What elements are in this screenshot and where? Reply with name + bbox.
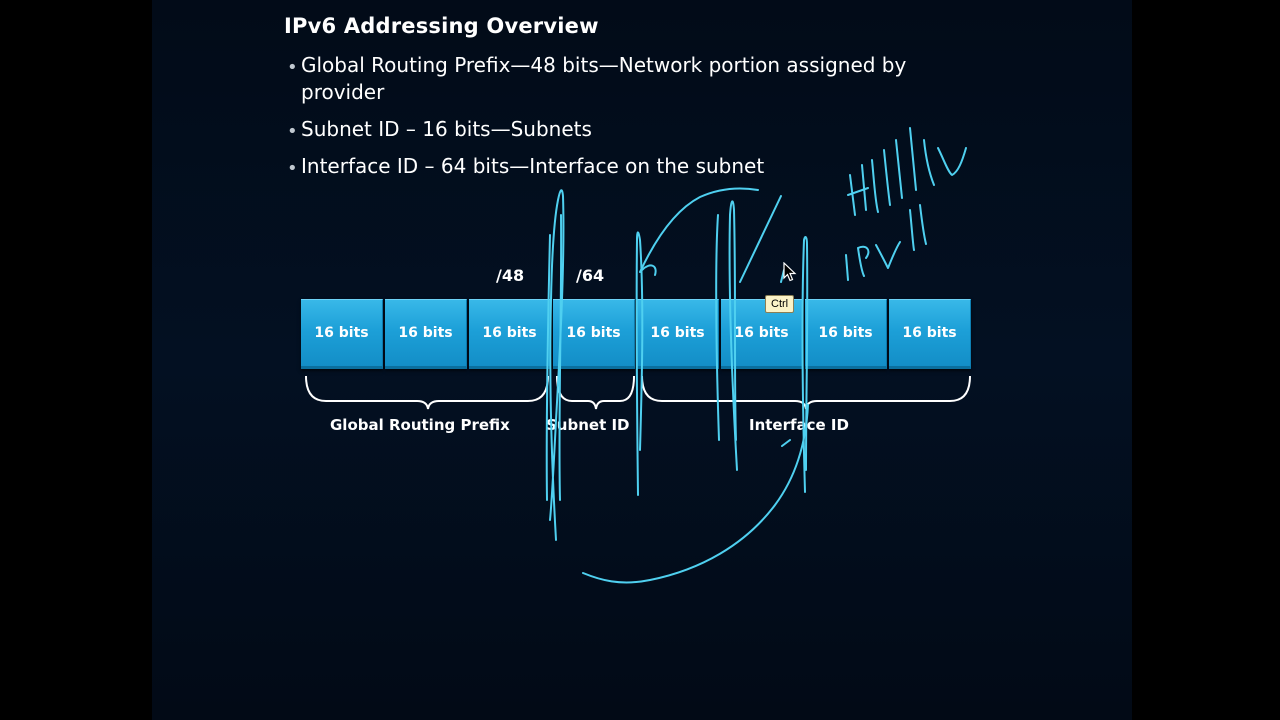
address-block-1: 16 bits: [301, 299, 383, 369]
prefix-marker-48: /48: [496, 266, 525, 285]
bullet-dot-icon: •: [287, 158, 298, 179]
section-label-interface-id: Interface ID: [749, 416, 849, 434]
bullet-text: Interface ID – 64 bits—Interface on the …: [301, 154, 765, 178]
bullet-text: Subnet ID – 16 bits—Subnets: [301, 117, 592, 141]
address-block-5: 16 bits: [637, 299, 719, 369]
bullet-subnet-id: • Subnet ID – 16 bits—Subnets: [287, 116, 987, 143]
bullet-dot-icon: •: [287, 121, 298, 142]
section-label-global-routing-prefix: Global Routing Prefix: [330, 416, 510, 434]
address-block-3: 16 bits: [469, 299, 551, 369]
bullet-dot-icon: •: [287, 57, 298, 78]
bullet-list: • Global Routing Prefix—48 bits—Network …: [287, 52, 987, 190]
slide-title: IPv6 Addressing Overview: [284, 14, 599, 38]
address-block-2: 16 bits: [385, 299, 467, 369]
bullet-interface-id: • Interface ID – 64 bits—Interface on th…: [287, 153, 987, 180]
ctrl-key-tooltip: Ctrl: [765, 295, 795, 313]
address-block-7: 16 bits: [805, 299, 887, 369]
bullet-global-routing-prefix: • Global Routing Prefix—48 bits—Network …: [287, 52, 987, 106]
address-block-4: 16 bits: [553, 299, 635, 369]
bullet-text: Global Routing Prefix—48 bits—Network po…: [301, 53, 907, 104]
prefix-marker-64: /64: [576, 266, 605, 285]
address-block-8: 16 bits: [889, 299, 971, 369]
section-label-subnet-id: Subnet ID: [546, 416, 630, 434]
mouse-pointer-icon: [783, 262, 797, 282]
